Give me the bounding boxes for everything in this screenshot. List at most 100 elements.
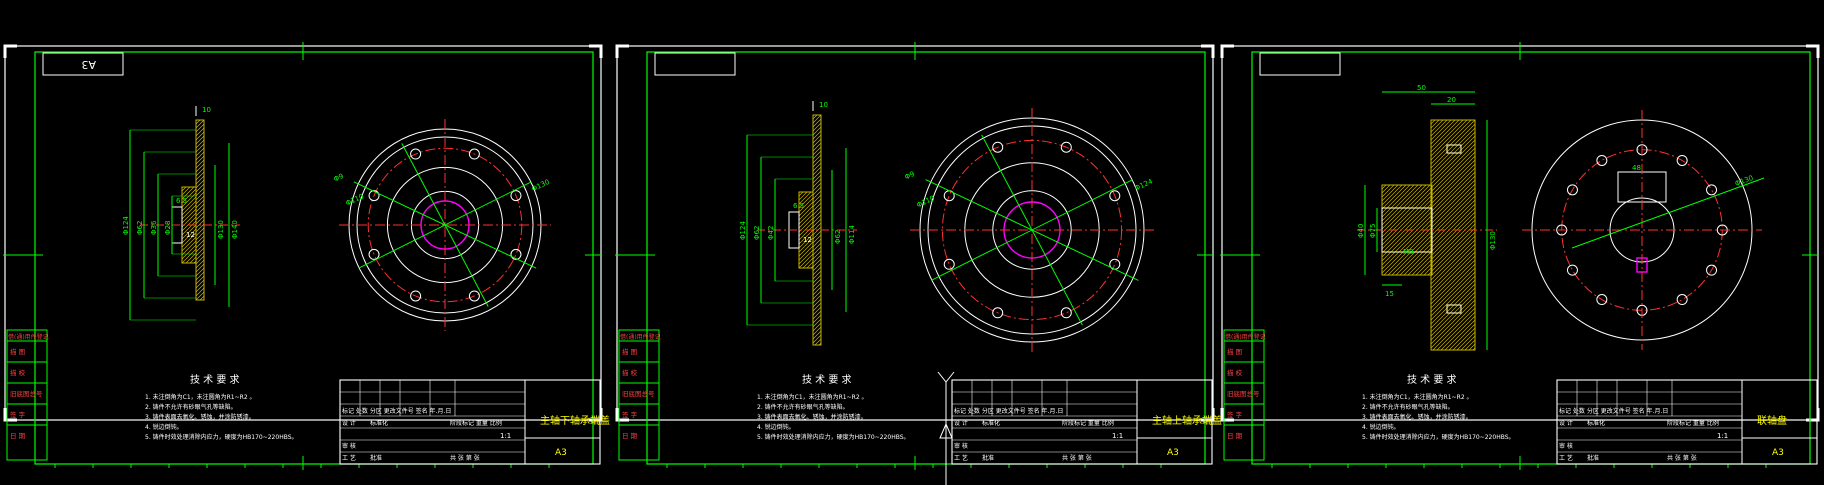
hatch-line (798, 191, 808, 201)
strip-item: 描 图 (1227, 347, 1242, 356)
stage-label: 阶段标记 重量 比例 (450, 419, 502, 427)
hatch-line (195, 187, 205, 197)
strip-item: 签 字 (10, 410, 26, 419)
hatch-line (812, 246, 822, 256)
hub-hatch (798, 191, 814, 269)
hatch-line (181, 196, 197, 212)
hatch-line (181, 232, 197, 248)
hatch-line (812, 218, 822, 228)
hatch-line (812, 118, 822, 128)
drawing-title: 主轴下轴承端盖 (540, 414, 610, 427)
hatch-line (812, 194, 822, 204)
hatch-line (181, 248, 197, 264)
strip-header: 借(通)用件登记 (1225, 333, 1266, 341)
dim-top: 10 (819, 101, 828, 109)
hatch-line (812, 214, 822, 224)
hatch-line (1430, 247, 1476, 293)
tech-requirements: 技 术 要 求1. 未注倒角为C1，未注圆角为R1~R2 。2. 铸件不允许有砂… (757, 373, 910, 441)
hatch-line (1430, 127, 1476, 173)
dim-text: Φ124 (739, 221, 747, 240)
trim-corner-mark (1201, 44, 1215, 58)
hatch-line (181, 224, 197, 240)
hatch-line (798, 237, 814, 253)
dim-text: 48 (1632, 164, 1641, 172)
hatch-line (798, 245, 814, 261)
hatch-line (195, 263, 205, 273)
dim-text: Φ130 (1734, 174, 1754, 188)
hatch-line (1430, 159, 1476, 205)
hatch-line (798, 221, 814, 237)
hatch-line (195, 223, 205, 233)
bolt-hole (1060, 307, 1072, 319)
title-row-labels: 标记 处数 分区 更改文件号 签名 年.月.日 (954, 407, 1063, 415)
hatch-line (812, 258, 822, 268)
hatch-line (812, 310, 822, 320)
hatch-line (1391, 234, 1433, 276)
bolt-hole (1109, 190, 1121, 202)
hatch-line (1381, 218, 1433, 270)
hatch-line (812, 146, 822, 156)
hatch-line (798, 197, 814, 213)
bolt-hole (410, 290, 422, 302)
bolt-hole (1566, 184, 1578, 196)
title-row-labels: 标记 处数 分区 更改文件号 签名 年.月.日 (342, 407, 451, 415)
tech-requirements: 技 术 要 求1. 未注倒角为C1，未注圆角为R1~R2 。2. 铸件不允许有砂… (145, 373, 298, 441)
hatch-line (195, 251, 205, 261)
process-label: 工 艺 (954, 454, 968, 462)
bore-circle (992, 190, 1072, 270)
dim-text: Φ62 (834, 230, 842, 244)
strip-item: 日 期 (10, 432, 26, 440)
hatch-line (798, 191, 804, 197)
hatch-line (812, 114, 822, 124)
dim-text: Φ114 (848, 225, 856, 244)
hatch-line (798, 201, 814, 217)
hatch-line (1468, 343, 1476, 351)
hatch-line (1381, 184, 1403, 206)
ucs-icon (937, 371, 955, 485)
hatch-line (1430, 119, 1440, 129)
hatch-line (812, 130, 822, 140)
hatch-line (195, 275, 205, 285)
hatch-line (1430, 283, 1476, 329)
tech-heading: 技 术 要 求 (802, 373, 852, 386)
dim-text: Φ9 (332, 172, 344, 183)
hatch-line (812, 322, 822, 332)
hatch-line (1432, 307, 1476, 351)
title-block: 标记 处数 分区 更改文件号 签名 年.月.日设 计标准化阶段标记 重量 比例审… (1556, 379, 1818, 465)
title-block: 标记 处数 分区 更改文件号 签名 年.月.日设 计标准化阶段标记 重量 比例审… (339, 379, 610, 465)
hatch-line (195, 171, 205, 181)
hatch-line (1430, 243, 1476, 289)
hatch-line (1440, 315, 1476, 351)
hatch-line (1430, 155, 1476, 201)
bolt-hole (468, 290, 480, 302)
hatch-line (812, 186, 822, 196)
hatch-line (195, 267, 205, 277)
bolt-hole (1706, 184, 1718, 196)
hatch-line (195, 159, 205, 169)
review-label: 审 核 (1559, 442, 1573, 450)
design-label: 设 计 (954, 419, 968, 427)
hatch-line (812, 138, 822, 148)
sheet-count: 共 张 第 张 (1667, 454, 1697, 462)
scale-value: 1:1 (1717, 432, 1728, 440)
hatch-line (812, 230, 822, 240)
hatch-line (810, 265, 814, 269)
hatch-line (195, 179, 205, 189)
hatch-line (195, 247, 205, 257)
hatch-line (1430, 119, 1468, 157)
hatch-line (1381, 190, 1433, 242)
paper-size: A3 (555, 448, 567, 458)
title-block: 标记 处数 分区 更改文件号 签名 年.月.日设 计标准化阶段标记 重量 比例审… (951, 379, 1222, 465)
tech-note: 2. 铸件不允许有砂眼气孔等缺陷。 (145, 403, 237, 411)
design-label: 设 计 (342, 419, 356, 427)
hatch-line (181, 240, 197, 256)
tech-note: 4. 锐边倒钝。 (1362, 423, 1400, 431)
hatch-line (812, 306, 822, 316)
hatch-line (1430, 167, 1476, 213)
hatch-line (812, 134, 822, 144)
hatch-line (1460, 335, 1476, 351)
trim-corner-mark (1220, 408, 1234, 422)
